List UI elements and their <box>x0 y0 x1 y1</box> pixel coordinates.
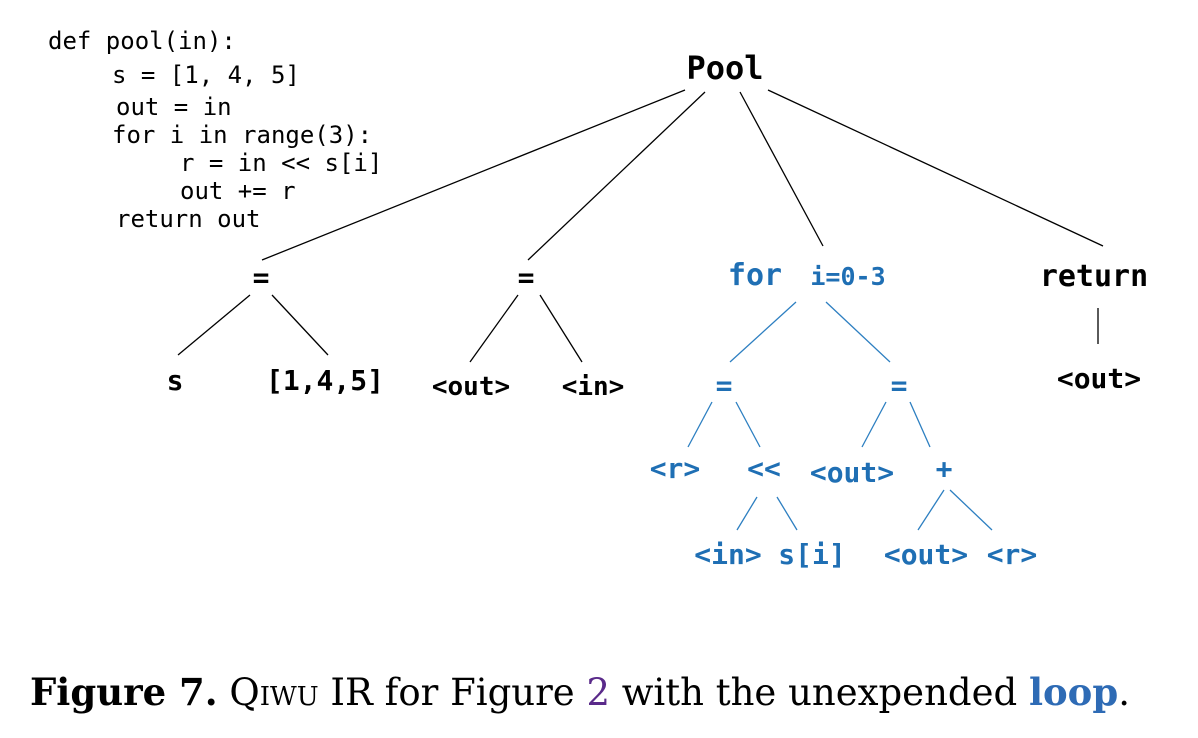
caption-label: Figure 7. <box>30 670 218 714</box>
figure-caption: Figure 7. Qiwu IR for Figure 2 with the … <box>30 670 1180 714</box>
edge-for-assign4 <box>825 301 891 363</box>
code-line-1: def pool(in): <box>48 27 236 55</box>
node-si: s[i] <box>778 538 845 571</box>
caption-text-2: with the unexpended <box>609 671 1029 714</box>
node-assign3: = <box>716 369 733 402</box>
node-root: Pool <box>686 49 763 87</box>
code-line-3: out = in <box>116 93 232 121</box>
code-line-2: s = [1, 4, 5] <box>112 61 300 89</box>
caption-system-name: Qiwu <box>229 671 319 714</box>
ir-tree: Pool = s [1,4,5] = <out> <in> return <ou… <box>167 49 1149 571</box>
node-return: return <box>1040 259 1148 294</box>
code-line-4: for i in range(3): <box>112 121 373 149</box>
edge-assign2-out <box>469 294 519 363</box>
tree-edges-blue <box>687 301 993 531</box>
tree-edges <box>177 89 1104 363</box>
edge-plus-r <box>949 489 993 531</box>
edge-for-assign3 <box>729 301 797 363</box>
caption-highlight: loop <box>1028 670 1119 714</box>
node-plus: + <box>936 452 953 485</box>
node-assign4: = <box>891 369 908 402</box>
node-in2: <in> <box>694 538 761 571</box>
caption-end: . <box>1118 671 1130 714</box>
edge-assign3-shift <box>735 401 761 448</box>
edge-assign3-r <box>687 401 713 448</box>
code-line-7: return out <box>116 205 261 233</box>
caption-text-1: IR for Figure <box>318 671 587 714</box>
edge-assign4-out <box>861 401 887 448</box>
code-line-6: out += r <box>180 177 296 205</box>
node-shift: << <box>747 452 781 485</box>
code-line-5: r = in << s[i] <box>180 149 383 177</box>
edge-assign1-list <box>271 294 329 356</box>
node-assign1: = <box>253 261 270 294</box>
node-out1: <out> <box>432 372 510 402</box>
edge-assign4-plus <box>909 401 931 448</box>
black-nodes: Pool = s [1,4,5] = <out> <in> return <ou… <box>167 49 1149 402</box>
node-in1: <in> <box>562 372 625 402</box>
edge-shift-in <box>736 496 758 531</box>
node-r2: <r> <box>987 538 1038 571</box>
edge-root-assign1 <box>261 89 686 261</box>
node-out-ret: <out> <box>1057 362 1141 395</box>
edge-root-for <box>739 91 824 247</box>
edge-plus-out <box>917 489 945 531</box>
edge-assign1-s <box>177 294 251 356</box>
edge-root-assign2 <box>527 91 706 261</box>
edge-root-return <box>767 89 1104 247</box>
node-assign2: = <box>518 261 535 294</box>
node-s: s <box>167 364 184 397</box>
caption-figure-ref[interactable]: 2 <box>586 671 610 714</box>
node-r1: <r> <box>650 452 701 485</box>
blue-nodes: for i=0-3 = <r> << <in> s[i] = <out> + <… <box>650 258 1038 571</box>
node-list: [1,4,5] <box>266 364 384 397</box>
edge-assign2-in <box>539 294 583 363</box>
node-for-keyword: for <box>728 258 782 293</box>
edge-shift-si <box>776 496 798 531</box>
node-out2: <out> <box>810 456 894 489</box>
node-for-range: i=0-3 <box>810 262 885 291</box>
node-out3: <out> <box>884 538 968 571</box>
